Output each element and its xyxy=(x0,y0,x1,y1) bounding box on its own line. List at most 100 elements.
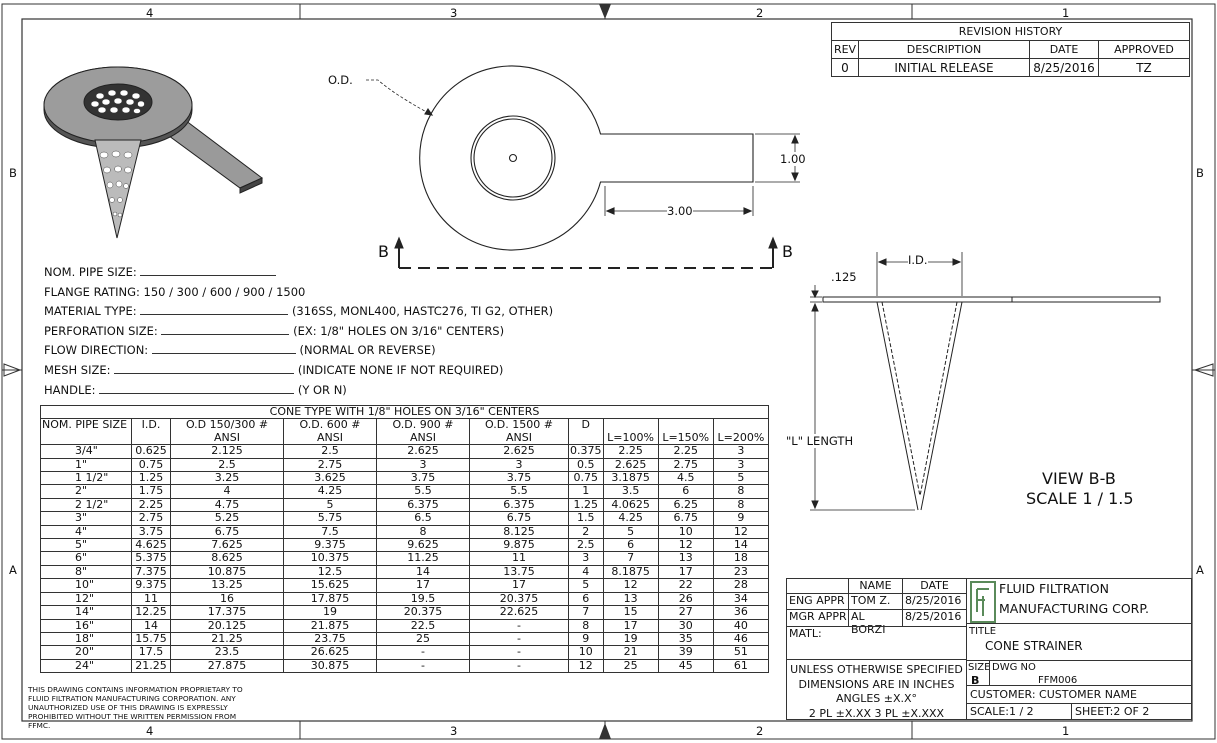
table-cell: 2.75 xyxy=(131,511,171,526)
company-cell: FLUID FILTRATION MANUFACTURING CORP. xyxy=(966,578,1192,624)
col-od-1500: O.D. 1500 # ANSI xyxy=(469,418,569,446)
table-cell: 4 xyxy=(170,484,284,499)
date-cell: 8/25/2016 xyxy=(1029,58,1099,77)
table-cell: 1 xyxy=(568,484,604,499)
table-cell: 13.75 xyxy=(469,564,569,580)
table-cell: 0.5 xyxy=(568,457,604,473)
table-cell: 17 xyxy=(469,578,569,593)
table-cell: 15.75 xyxy=(131,631,171,647)
table-cell: 6 xyxy=(568,591,604,607)
field-line[interactable] xyxy=(161,333,290,335)
customer-cell: CUSTOMER: CUSTOMER NAME xyxy=(966,685,1192,704)
table-cell: 5.75 xyxy=(283,511,377,526)
company-logo xyxy=(970,581,996,623)
table-cell: 19 xyxy=(283,605,377,620)
table-cell: 26 xyxy=(657,591,714,607)
table-cell: 2.75 xyxy=(283,457,377,473)
table-cell: 10 xyxy=(568,645,604,660)
zone-left-b: B xyxy=(9,166,17,180)
view-scale: SCALE 1 / 1.5 xyxy=(1026,489,1134,508)
table-cell: 11 xyxy=(469,551,569,566)
table-cell: 30 xyxy=(657,618,714,633)
spec-perforation-size: PERFORATION SIZE: (EX: 1/8" HOLES ON 3/1… xyxy=(44,323,505,338)
spec-flange-rating: FLANGE RATING: 150 / 300 / 600 / 900 / 1… xyxy=(44,284,306,299)
table-cell: 18" xyxy=(40,631,132,647)
table-cell: 5.375 xyxy=(131,551,171,566)
field-line[interactable] xyxy=(140,314,289,316)
col-od-150-300: O.D 150/300 # ANSI xyxy=(170,418,284,446)
table-cell: 16" xyxy=(40,618,132,633)
table-cell: 4 xyxy=(568,564,604,580)
table-cell: 13 xyxy=(602,591,659,607)
eng-appr-date: 8/25/2016 xyxy=(902,593,967,610)
sheet-cell: SHEET:2 OF 2 xyxy=(1071,703,1192,720)
zone-top-1: 1 xyxy=(1062,6,1070,20)
table-cell: 8 xyxy=(712,497,770,513)
col-od-900: O.D. 900 # ANSI xyxy=(376,418,470,446)
table-cell: 17.375 xyxy=(170,605,284,620)
width-dimension: 1.00 xyxy=(780,152,806,166)
table-cell: 15.625 xyxy=(283,578,377,593)
mgr-appr-name: AL BORZI xyxy=(848,609,903,636)
table-cell: 2.625 xyxy=(602,457,659,473)
table-cell: 5 xyxy=(568,578,604,593)
date-header: DATE xyxy=(902,578,967,594)
field-line[interactable] xyxy=(140,275,277,276)
table-cell: 17.5 xyxy=(131,645,171,660)
table-cell: 6.375 xyxy=(469,497,569,513)
field-line[interactable] xyxy=(151,353,296,355)
eng-appr-name: TOM Z. xyxy=(848,593,903,610)
table-cell: 1.5 xyxy=(568,511,604,526)
col-od-600: O.D. 600 # ANSI xyxy=(283,418,377,446)
table-cell: 8" xyxy=(40,564,132,580)
field-line[interactable] xyxy=(114,372,295,374)
name-header: NAME xyxy=(848,578,903,594)
description-header: DESCRIPTION xyxy=(858,40,1030,59)
table-cell: 12 xyxy=(712,524,770,540)
table-cell: 23.5 xyxy=(170,645,284,660)
table-cell: 35 xyxy=(657,631,714,647)
table-cell: 2 xyxy=(568,524,604,540)
table-cell: 6.25 xyxy=(657,497,714,513)
center-mark-bottom xyxy=(599,723,611,739)
scale-cell: SCALE:1 / 2 xyxy=(966,703,1072,720)
section-label-left: B xyxy=(378,242,389,261)
table-cell: 3.25 xyxy=(170,471,284,486)
table-cell: - xyxy=(376,645,470,660)
table-cell: 5 xyxy=(602,524,659,540)
table-cell: 2.5 xyxy=(170,457,284,473)
revision-title: REVISION HISTORY xyxy=(831,22,1190,41)
table-cell: 12 xyxy=(568,658,604,674)
center-mark-top xyxy=(599,4,611,19)
col-l-150: L=150% xyxy=(657,431,714,446)
table-cell: 20" xyxy=(40,645,132,660)
table-cell: 6.375 xyxy=(376,497,470,513)
zone-right-a: A xyxy=(1196,563,1204,577)
table-cell: 7 xyxy=(602,551,659,566)
table-cell: 3.5 xyxy=(602,484,659,499)
table-cell: 23.75 xyxy=(283,631,377,647)
table-cell: 12 xyxy=(657,538,714,553)
isometric-view xyxy=(43,66,263,239)
length-dimension: 3.00 xyxy=(667,204,693,218)
table-cell: 3/4" xyxy=(40,444,132,459)
table-cell: 30.875 xyxy=(283,658,377,674)
size-cell: SIZE B xyxy=(966,660,991,687)
table-cell: 8.625 xyxy=(170,551,284,566)
table-cell: 8.1875 xyxy=(602,564,659,580)
table-cell: 1.25 xyxy=(131,471,171,486)
date-header: DATE xyxy=(1029,40,1099,59)
table-cell: 9.875 xyxy=(469,538,569,553)
table-cell: 1.75 xyxy=(131,484,171,499)
id-label: I.D. xyxy=(908,253,928,267)
table-cell: 4.25 xyxy=(283,484,377,499)
field-line[interactable] xyxy=(99,392,295,394)
zone-left-a: A xyxy=(9,563,17,577)
table-cell: 27 xyxy=(657,605,714,620)
table-cell: 9.375 xyxy=(283,538,377,553)
zone-top-3: 3 xyxy=(450,6,458,20)
